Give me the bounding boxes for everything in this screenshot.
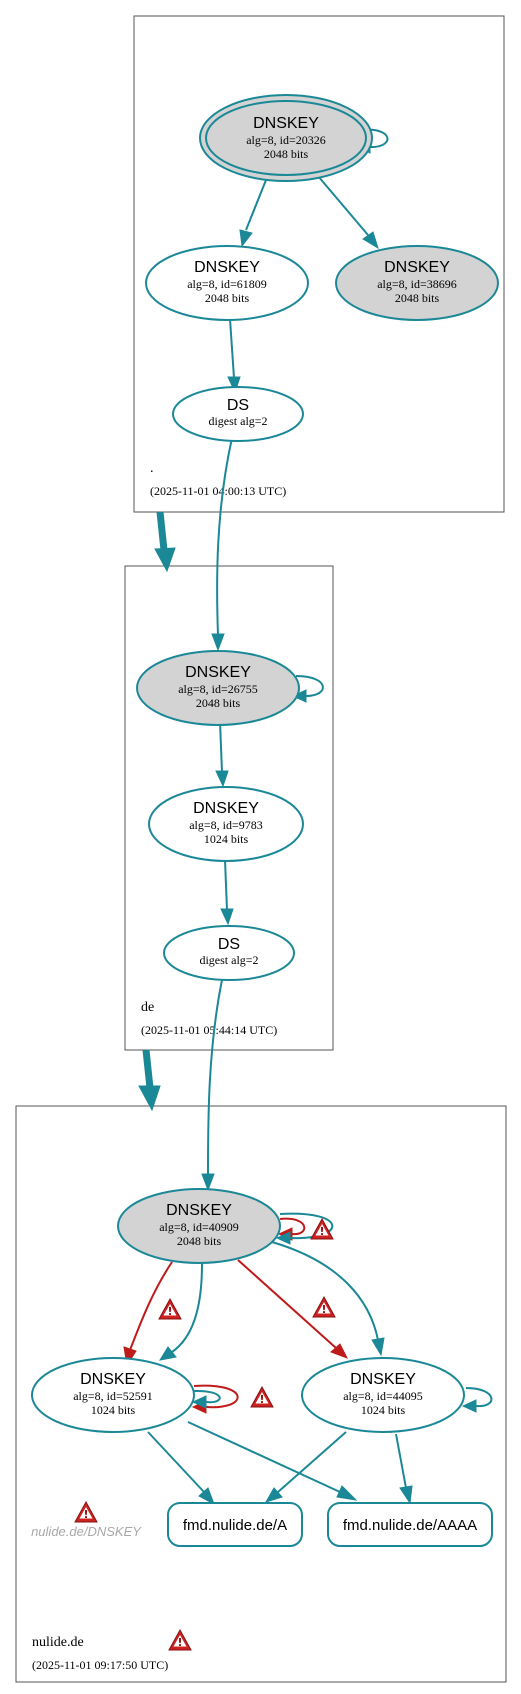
edge-nl-zsk1-self	[191, 1389, 221, 1409]
node-root-zsk2-type: DNSKEY	[384, 259, 450, 276]
edge-de-ds-nl-ksk	[201, 979, 223, 1192]
edge-nl-ksk-self	[275, 1212, 334, 1245]
rrset-a[interactable]: fmd.nulide.de/A	[167, 1502, 303, 1547]
node-de-zsk-alg: alg=8, id=9783	[189, 818, 263, 832]
edge-root-zsk1-ds	[227, 318, 241, 394]
node-nl-zsk1[interactable]: DNSKEY alg=8, id=52591 1024 bits	[31, 1357, 195, 1433]
zone-root-name: .	[150, 461, 154, 476]
node-root-ksk[interactable]: DNSKEY alg=8, id=20326 2048 bits	[199, 94, 373, 182]
edge-root-ksk-zsk1	[239, 179, 267, 248]
node-de-ksk-type: DNSKEY	[185, 664, 251, 681]
nxdomain-label: nulide.de/DNSKEY	[31, 1524, 142, 1539]
edge-root-ksk-zsk2	[317, 175, 379, 250]
edge-nl-zsk1-aaaa	[187, 1421, 358, 1501]
node-root-ds[interactable]: DS digest alg=2	[172, 386, 304, 442]
edge-de-ksk-zsk	[215, 721, 229, 788]
node-root-zsk1-alg: alg=8, id=61809	[187, 277, 267, 291]
node-root-ksk-type: DNSKEY	[253, 115, 319, 132]
node-nl-zsk2-bits: 1024 bits	[361, 1403, 406, 1417]
node-de-ksk-alg: alg=8, id=26755	[178, 682, 258, 696]
node-root-ksk-alg: alg=8, id=20326	[246, 133, 326, 147]
node-nl-ksk-alg: alg=8, id=40909	[159, 1220, 239, 1234]
edge-nl-zsk1-a	[147, 1431, 215, 1506]
node-root-ds-digest: digest alg=2	[208, 414, 267, 428]
node-root-zsk2-alg: alg=8, id=38696	[377, 277, 457, 291]
edge-de-zsk-ds	[220, 859, 234, 926]
node-root-zsk2[interactable]: DNSKEY alg=8, id=38696 2048 bits	[335, 245, 499, 321]
rrset-aaaa[interactable]: fmd.nulide.de/AAAA	[327, 1502, 493, 1547]
node-nl-zsk2-alg: alg=8, id=44095	[343, 1389, 423, 1403]
rrset-aaaa-label: fmd.nulide.de/AAAA	[343, 1517, 477, 1534]
node-root-zsk1-type: DNSKEY	[194, 259, 260, 276]
node-nl-ksk-bits: 2048 bits	[177, 1234, 222, 1248]
delegation-de-nulide	[138, 1049, 161, 1112]
node-de-ds[interactable]: DS digest alg=2	[163, 925, 295, 981]
node-nl-zsk2-type: DNSKEY	[350, 1371, 416, 1388]
zone-de-name: de	[141, 1000, 154, 1015]
node-root-ksk-bits: 2048 bits	[264, 147, 309, 161]
node-nl-zsk1-type: DNSKEY	[80, 1371, 146, 1388]
rrset-a-label: fmd.nulide.de/A	[183, 1517, 287, 1534]
node-de-ksk-bits: 2048 bits	[196, 696, 241, 710]
edge-nl-zsk2-self	[461, 1387, 493, 1413]
node-de-ds-type: DS	[218, 936, 240, 953]
zone-de-timestamp: (2025-11-01 05:44:14 UTC)	[141, 1023, 277, 1037]
node-root-zsk1[interactable]: DNSKEY alg=8, id=61809 2048 bits	[145, 245, 309, 321]
edge-nl-zsk2-a	[264, 1431, 347, 1503]
node-de-zsk[interactable]: DNSKEY alg=8, id=9783 1024 bits	[148, 786, 304, 862]
node-nl-zsk1-alg: alg=8, id=52591	[73, 1389, 153, 1403]
node-root-zsk2-bits: 2048 bits	[395, 291, 440, 305]
nxdomain-dnskey[interactable]: nulide.de/DNSKEY	[31, 1501, 142, 1539]
edge-nl-ksk-zsk1	[158, 1263, 203, 1361]
node-de-ds-digest: digest alg=2	[199, 953, 258, 967]
zone-nulide-name: nulide.de	[32, 1635, 84, 1650]
edge-nl-ksk-zsk2	[271, 1241, 385, 1357]
node-de-ksk[interactable]: DNSKEY alg=8, id=26755 2048 bits	[136, 650, 300, 726]
node-de-zsk-bits: 1024 bits	[204, 832, 249, 846]
edge-nl-ksk-zsk2-red	[237, 1259, 349, 1359]
node-root-zsk1-bits: 2048 bits	[205, 291, 250, 305]
edge-de-ksk-self	[291, 675, 324, 703]
node-root-ds-type: DS	[227, 397, 249, 414]
edge-nl-zsk2-aaaa	[395, 1433, 413, 1505]
node-nl-zsk2[interactable]: DNSKEY alg=8, id=44095 1024 bits	[301, 1357, 465, 1433]
node-nl-zsk1-bits: 1024 bits	[91, 1403, 136, 1417]
node-nl-ksk-type: DNSKEY	[166, 1202, 232, 1219]
edge-root-ds-de-ksk	[211, 437, 233, 652]
node-nl-ksk[interactable]: DNSKEY alg=8, id=40909 2048 bits	[117, 1188, 281, 1264]
delegation-root-de	[154, 511, 176, 573]
node-de-zsk-type: DNSKEY	[193, 800, 259, 817]
zone-root-timestamp: (2025-11-01 04:00:13 UTC)	[150, 484, 286, 498]
zone-nulide-timestamp: (2025-11-01 09:17:50 UTC)	[32, 1658, 168, 1672]
